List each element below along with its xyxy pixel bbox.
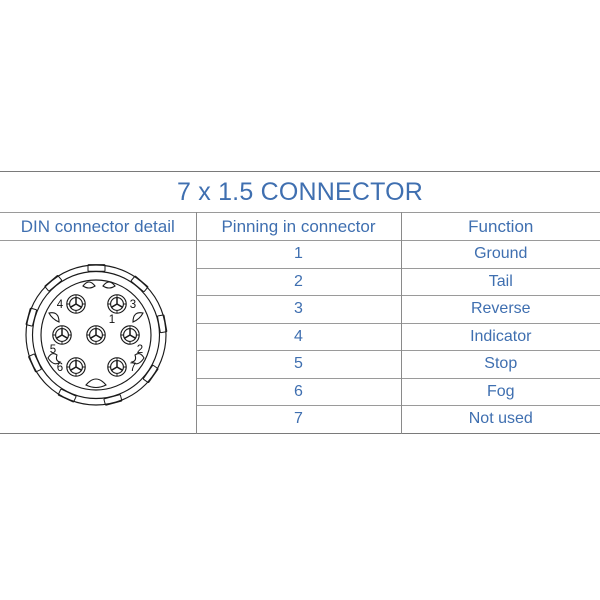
- table-row: 3 Reverse: [0, 295, 600, 323]
- connector-pinning-table: 7 x 1.5 CONNECTOR DIN connector detail P…: [0, 171, 600, 434]
- pin-label-7: 7: [130, 362, 136, 374]
- pin-label-5: 5: [50, 344, 56, 356]
- table-row: 2 Tail: [0, 268, 600, 296]
- pin-number-cell: 2: [195, 268, 401, 296]
- function-cell: Stop: [400, 350, 600, 378]
- pin-number-cell: 6: [195, 378, 401, 406]
- table-row: 5 Stop: [0, 350, 600, 378]
- pin-number-cell: 7: [195, 405, 401, 433]
- page-title: 7 x 1.5 CONNECTOR: [176, 177, 424, 206]
- column-header-function: Function: [400, 212, 600, 241]
- table-row: 6 Fog: [0, 378, 600, 406]
- table-row: 4 Indicator: [0, 323, 600, 351]
- function-cell: Reverse: [400, 295, 600, 323]
- pin-number-cell: 4: [195, 323, 401, 351]
- table-title-row: 7 x 1.5 CONNECTOR: [0, 171, 600, 213]
- pin-number-cell: 5: [195, 350, 401, 378]
- pin-label-1: 1: [109, 314, 115, 326]
- function-cell: Ground: [400, 240, 600, 268]
- din-connector-diagram-cell: 4 3 5 1 2 6 7: [0, 241, 196, 434]
- column-header-din-detail: DIN connector detail: [20, 216, 175, 236]
- pin-label-2: 2: [137, 344, 143, 356]
- din-connector-icon: 4 3 5 1 2 6 7: [25, 263, 168, 406]
- function-cell: Not used: [400, 405, 600, 433]
- table-header-row: DIN connector detail Pinning in connecto…: [0, 212, 600, 241]
- pin-label-3: 3: [130, 299, 136, 311]
- function-cell: Tail: [400, 268, 600, 296]
- table-row: 4 3 5 1 2 6 7 1 Ground: [0, 240, 600, 406]
- pin-number-cell: 3: [195, 295, 401, 323]
- pin-label-6: 6: [57, 362, 63, 374]
- table-row: 7 Not used: [0, 405, 600, 433]
- pin-label-4: 4: [57, 299, 64, 311]
- function-cell: Fog: [400, 378, 600, 406]
- pin-number-cell: 1: [195, 240, 401, 268]
- din-connector-drawing: 4 3 5 1 2 6 7: [0, 244, 196, 429]
- column-header-pinning: Pinning in connector: [195, 212, 401, 241]
- function-cell: Indicator: [400, 323, 600, 351]
